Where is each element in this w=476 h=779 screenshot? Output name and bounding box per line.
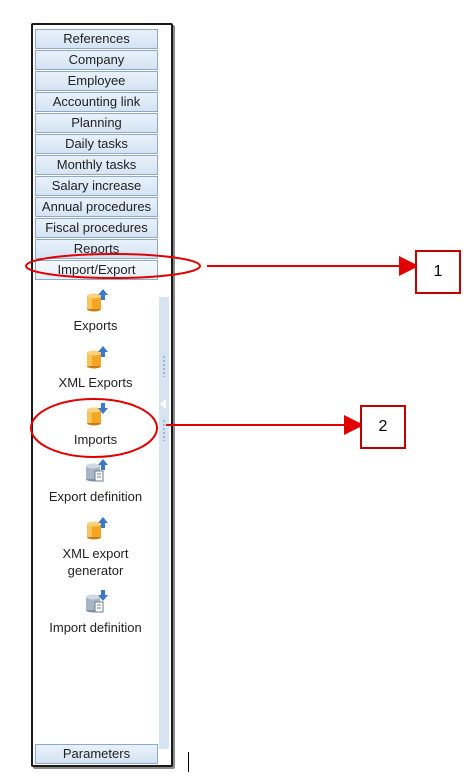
menu-salary-increase[interactable]: Salary increase [35,176,158,196]
menu-references[interactable]: References [35,29,158,49]
item-label-xml-exports: XML Exports [58,375,133,390]
menu-import-export[interactable]: Import/Export [35,260,158,280]
item-import-definition[interactable]: Import definition [35,589,156,636]
menu-accounting-link[interactable]: Accounting link [35,92,158,112]
item-label-exports: Exports [73,318,118,333]
database-export-icon [86,517,108,540]
import-definition-icon [85,590,108,613]
menu-fiscal-procedures[interactable]: Fiscal procedures [35,218,158,238]
item-imports[interactable]: Imports [35,401,156,448]
item-xml-exports[interactable]: XML Exports [35,344,156,391]
panel-splitter[interactable] [159,297,169,749]
callout-2: 2 [360,405,406,449]
database-export-icon [86,346,108,369]
navigation-panel: References Company Employee Accounting l… [31,23,173,767]
menu-employee[interactable]: Employee [35,71,158,91]
menu-annual-procedures[interactable]: Annual procedures [35,197,158,217]
splitter-grip-bottom [162,419,166,441]
menu-reports[interactable]: Reports [35,239,158,259]
splitter-grip-top [162,355,166,377]
item-label-import-definition: Import definition [49,620,142,635]
collapse-arrow-icon[interactable] [160,399,166,409]
export-definition-icon [85,459,108,482]
item-exports[interactable]: Exports [35,287,156,334]
callout-1: 1 [415,250,461,294]
menu-parameters[interactable]: Parameters [35,744,158,764]
item-export-definition[interactable]: Export definition [35,458,156,505]
menu-daily-tasks[interactable]: Daily tasks [35,134,158,154]
item-label-export-definition: Export definition [48,489,143,504]
database-export-icon [86,289,108,312]
menu-monthly-tasks[interactable]: Monthly tasks [35,155,158,175]
item-label-xml-export-generator: XML export generator [62,546,129,578]
item-xml-export-generator[interactable]: XML export generator [35,515,156,579]
menu-planning[interactable]: Planning [35,113,158,133]
menu-company[interactable]: Company [35,50,158,70]
database-import-icon [86,403,108,426]
text-cursor [188,752,189,772]
item-label-imports: Imports [73,432,118,447]
